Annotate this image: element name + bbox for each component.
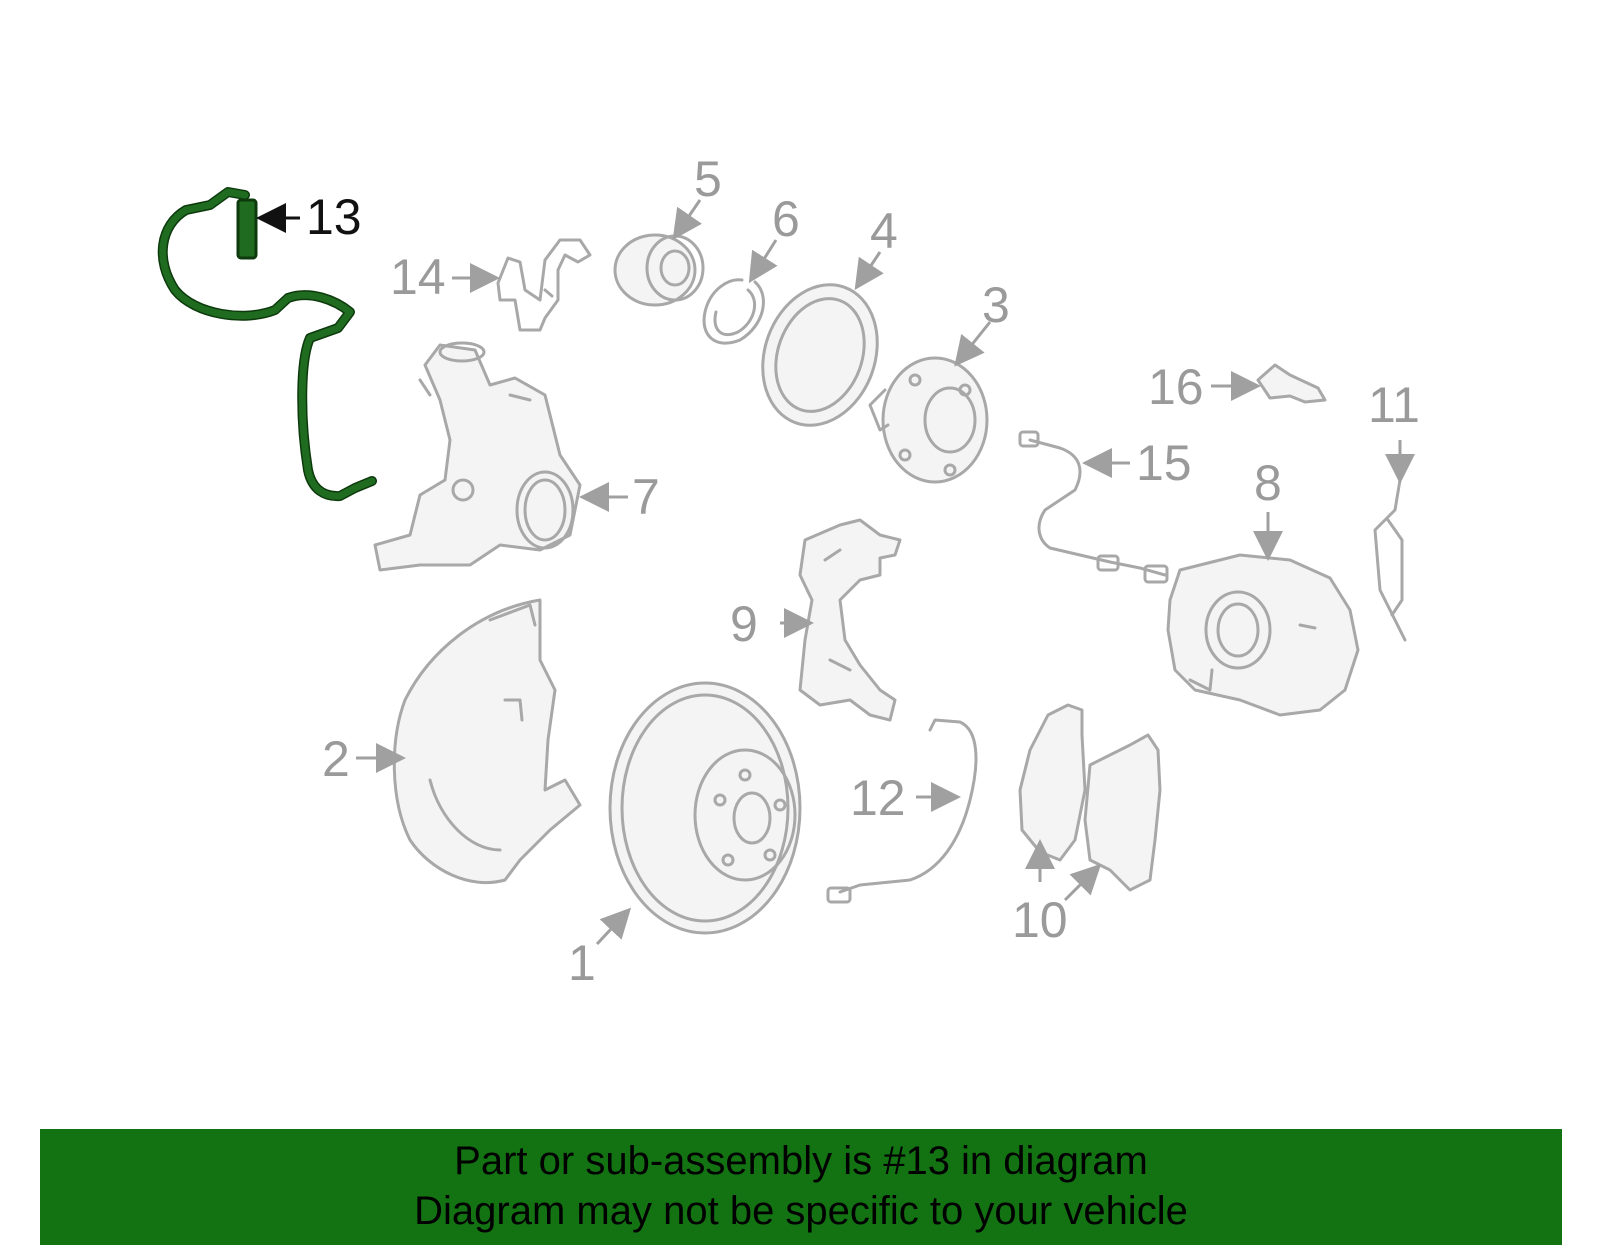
part-10-brake-pads[interactable] — [1018, 703, 1162, 892]
part-13-speed-sensor[interactable] — [157, 187, 377, 502]
callout-2: 2 — [322, 731, 350, 787]
callout-1: 1 — [568, 935, 596, 991]
part-9-caliper-bracket[interactable] — [798, 518, 902, 722]
part-4-seal[interactable] — [744, 269, 897, 442]
callout-9: 9 — [730, 596, 758, 652]
callout-14: 14 — [390, 249, 446, 305]
part-15-brake-hose[interactable] — [1018, 430, 1169, 584]
part-8-brake-caliper[interactable] — [1166, 553, 1360, 717]
callout-3: 3 — [982, 277, 1010, 333]
part-7-steering-knuckle[interactable] — [373, 341, 582, 572]
part-5-wheel-bearing[interactable] — [613, 233, 705, 307]
part-1-brake-rotor[interactable] — [608, 681, 802, 935]
callout-8: 8 — [1254, 455, 1282, 511]
part-16-clip[interactable] — [1256, 363, 1327, 404]
callout-6: 6 — [772, 191, 800, 247]
leader-lines — [256, 199, 1415, 946]
banner-line-2: Diagram may not be specific to your vehi… — [414, 1189, 1188, 1233]
callout-16: 16 — [1148, 359, 1204, 415]
banner-line-1: Part or sub-assembly is #13 in diagram — [454, 1139, 1148, 1183]
callout-5: 5 — [694, 151, 722, 207]
part-2-backing-plate[interactable] — [392, 598, 582, 885]
part-12-wear-sensor[interactable] — [826, 718, 978, 904]
info-banner: Part or sub-assembly is #13 in diagram D… — [40, 1129, 1562, 1245]
callout-13: 13 — [306, 189, 362, 245]
part-14-bracket[interactable] — [496, 238, 592, 332]
callout-7: 7 — [632, 469, 660, 525]
callout-11: 11 — [1368, 377, 1420, 433]
callout-15: 15 — [1136, 435, 1192, 491]
callout-10: 10 — [1012, 892, 1068, 948]
callout-12: 12 — [850, 770, 906, 826]
part-6-snap-ring[interactable] — [702, 278, 765, 345]
part-11-spring[interactable] — [1373, 478, 1407, 642]
part-3-wheel-hub[interactable] — [868, 356, 989, 484]
callout-4: 4 — [870, 203, 898, 259]
callout-labels: 13 14 5 6 4 3 7 16 11 15 8 9 2 12 10 1 — [306, 151, 1420, 991]
